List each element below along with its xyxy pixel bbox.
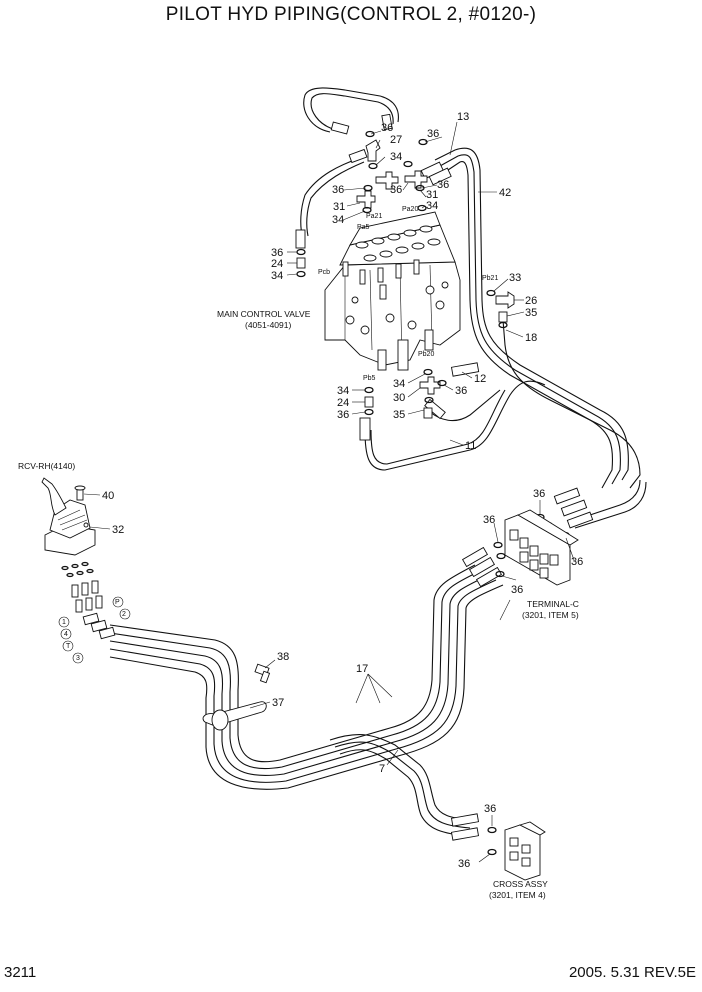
rcv-port-2: 2 (122, 611, 126, 618)
callout-36: 36 (271, 247, 283, 259)
port-pb20: Pb20 (418, 351, 434, 358)
callout-40: 40 (102, 490, 114, 502)
cross-assy (504, 821, 546, 881)
callout-34: 34 (337, 385, 349, 397)
component-captions: MAIN CONTROL VALVE (4051-4091) RCV-RH(41… (18, 309, 579, 900)
callout-32: 32 (112, 524, 124, 536)
hose-fittings (295, 113, 594, 841)
port-pa20: Pa20 (402, 206, 418, 213)
callout-36: 36 (437, 179, 449, 191)
rcv-port-4: 4 (64, 631, 68, 638)
callout-31: 31 (426, 189, 438, 201)
callout-labels: 13 36 27 36 34 42 36 36 31 36 31 31 34 3… (102, 111, 583, 870)
port-pb5: Pb5 (363, 375, 376, 382)
callout-12: 12 (474, 373, 486, 385)
port-labels: Pa21 Pa5 Pa20 Pcb Pb21 Pb20 Pb5 P 2 1 4 … (62, 206, 498, 662)
callout-34: 34 (271, 270, 283, 282)
rcv-joystick (41, 477, 131, 664)
callout-24: 24 (337, 397, 349, 409)
rcv-port-1: 1 (62, 619, 66, 626)
callout-13: 13 (457, 111, 469, 123)
rcv-caption: RCV-RH(4140) (18, 461, 75, 471)
callout-36: 36 (381, 122, 393, 134)
callout-30: 30 (393, 392, 405, 404)
callout-35: 35 (393, 409, 405, 421)
callout-34: 34 (426, 200, 438, 212)
rcv-port-3: 3 (76, 655, 80, 662)
mcv-caption-line1: MAIN CONTROL VALVE (217, 309, 311, 319)
callout-36: 36 (332, 184, 344, 196)
mcv-caption-line2: (4051-4091) (245, 320, 291, 330)
hose-group (109, 87, 647, 837)
callout-35: 35 (525, 307, 537, 319)
callout-31: 31 (333, 201, 345, 213)
callout-36: 36 (511, 584, 523, 596)
callout-36: 36 (571, 556, 583, 568)
callout-17: 17 (356, 663, 368, 675)
rcv-port-t: T (66, 643, 71, 650)
callout-36: 36 (533, 488, 545, 500)
callout-36: 36 (337, 409, 349, 421)
callout-34: 34 (332, 214, 344, 226)
callout-36: 36 (483, 514, 495, 526)
callout-18: 18 (525, 332, 537, 344)
terminal-caption-line2: (3201, ITEM 5) (522, 610, 579, 620)
callout-34: 34 (390, 151, 402, 163)
callout-37: 37 (272, 697, 284, 709)
port-pcb: Pcb (318, 269, 330, 276)
page-title: PILOT HYD PIPING(CONTROL 2, #0120-) (165, 4, 537, 25)
cross-caption-line1: CROSS ASSY (493, 879, 548, 889)
main-control-valve (324, 211, 461, 371)
callout-11: 11 (465, 440, 476, 452)
page-number: 3211 (4, 964, 37, 981)
callout-36: 36 (484, 803, 496, 815)
revision-date: 2005. 5.31 REV.5E (568, 964, 696, 981)
port-pa21: Pa21 (366, 213, 382, 220)
port-pa5: Pa5 (357, 224, 370, 231)
callout-33: 33 (509, 272, 521, 284)
cross-caption-line2: (3201, ITEM 4) (489, 890, 546, 900)
callout-26: 26 (525, 295, 537, 307)
callout-7: 7 (379, 763, 385, 775)
callout-36: 36 (455, 385, 467, 397)
leader-lines (83, 121, 575, 863)
terminal-caption-line1: TERMINAL-C (527, 599, 579, 609)
terminal-block (504, 509, 579, 586)
rcv-port-p: P (115, 599, 120, 606)
callout-27: 27 (390, 134, 402, 146)
callout-38: 38 (277, 651, 289, 663)
callout-34: 34 (393, 378, 405, 390)
callout-42: 42 (499, 187, 511, 199)
callout-24: 24 (271, 258, 283, 270)
port-pb21: Pb21 (482, 275, 498, 282)
callout-36: 36 (390, 184, 402, 196)
callout-36: 36 (458, 858, 470, 870)
callout-36: 36 (427, 128, 439, 140)
